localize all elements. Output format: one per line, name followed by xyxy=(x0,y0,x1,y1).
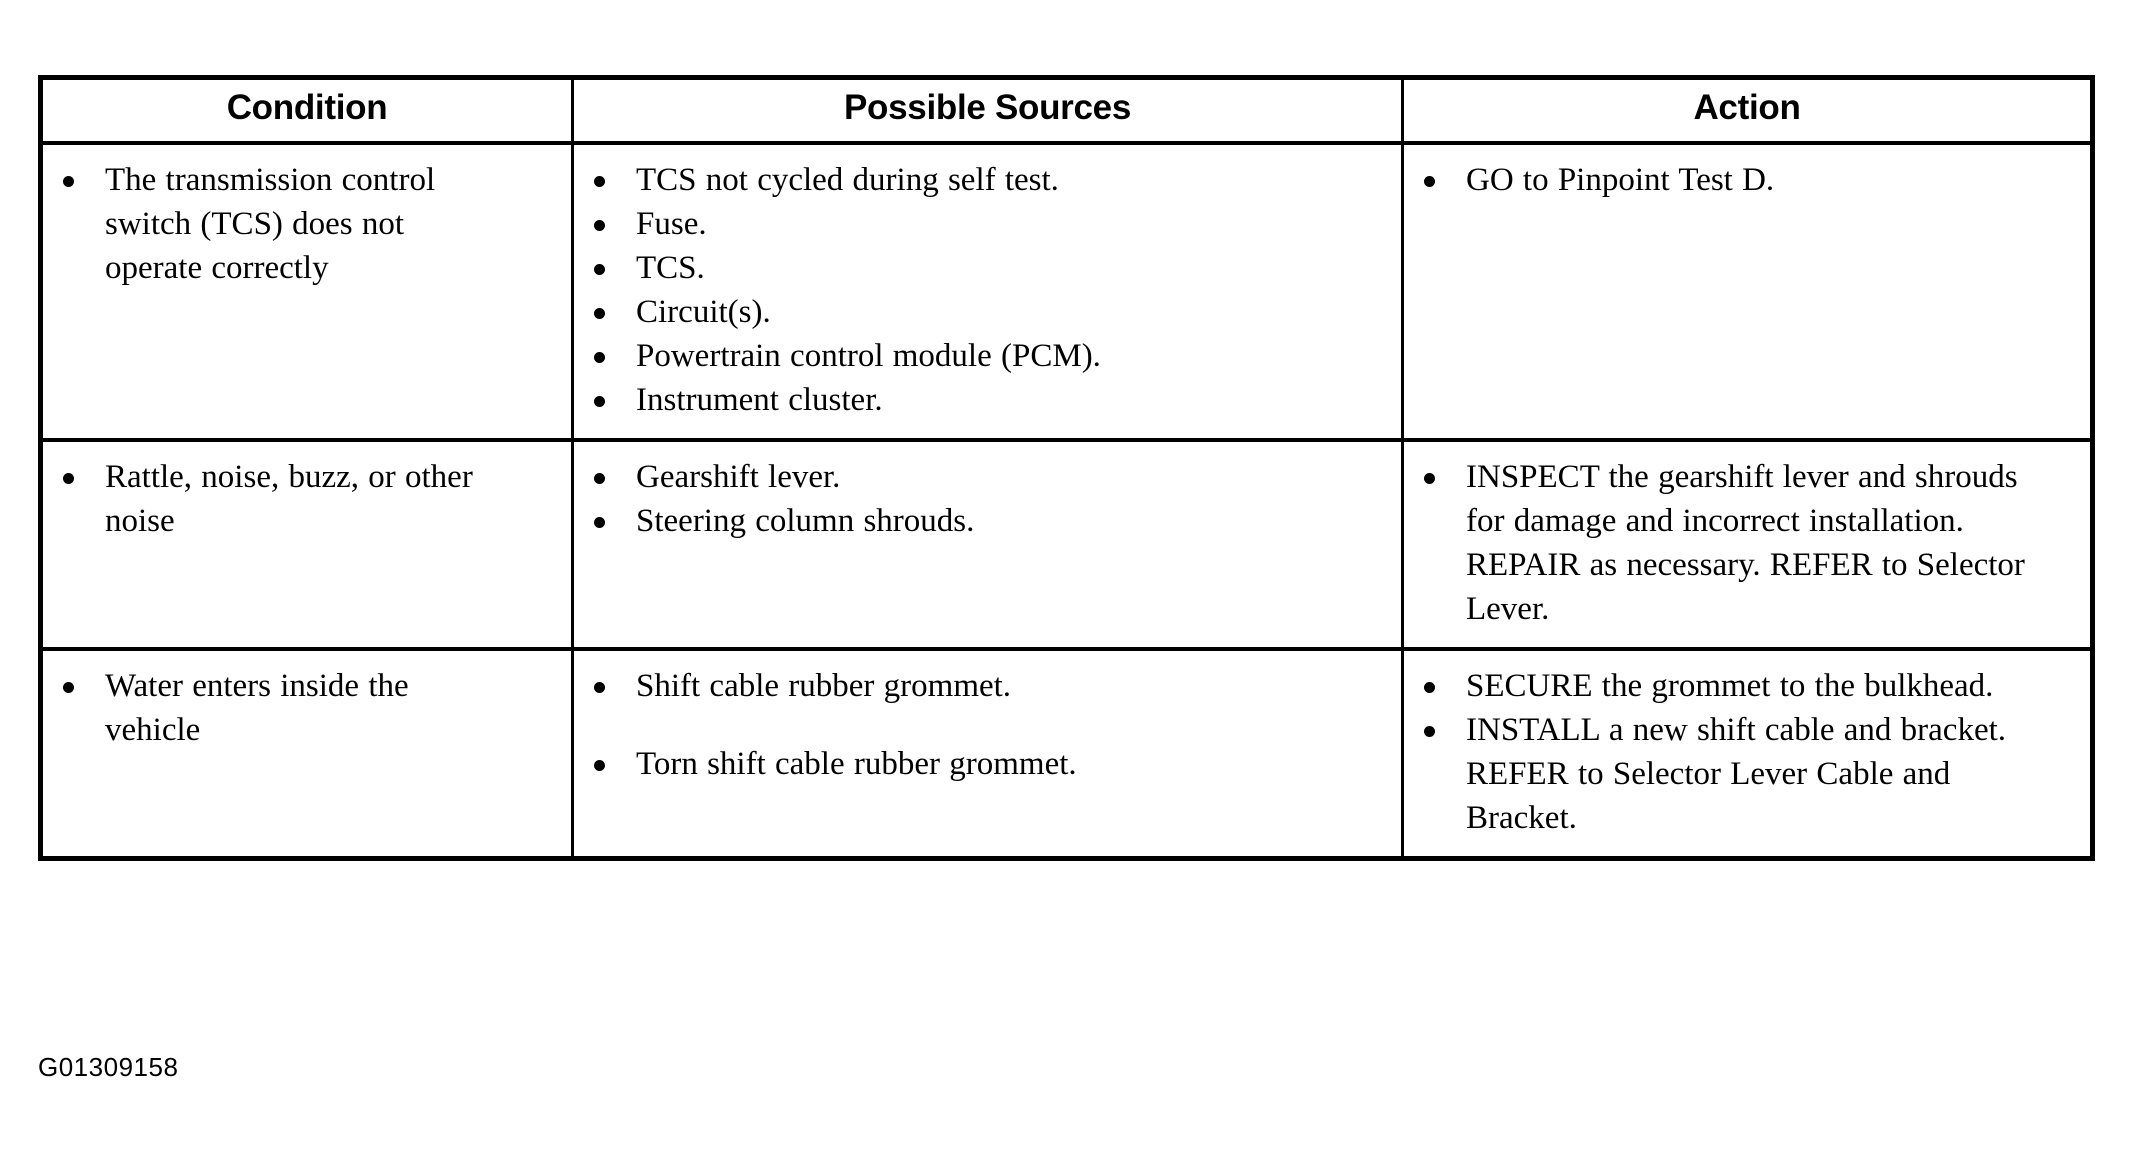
bullet-icon xyxy=(63,664,77,708)
list-item: SECURE the grommet to the bulkhead. xyxy=(1414,664,2054,708)
figure-id-caption: G01309158 xyxy=(38,1052,179,1082)
cell-possible-sources: TCS not cycled during self test. Fuse. T… xyxy=(571,143,1403,442)
bullet-icon xyxy=(594,334,608,378)
condition-bullet-list: The transmission control switch (TCS) do… xyxy=(53,158,483,290)
bullet-icon xyxy=(1424,664,1438,708)
table-body: The transmission control switch (TCS) do… xyxy=(40,143,2093,859)
bullet-icon xyxy=(594,499,608,543)
list-item: Instrument cluster. xyxy=(584,378,1314,422)
bullet-icon xyxy=(63,455,77,499)
cell-action: INSPECT the gearshift lever and shrouds … xyxy=(1401,440,2093,651)
list-item: The transmission control switch (TCS) do… xyxy=(53,158,483,290)
list-item: Torn shift cable rubber grommet. xyxy=(584,742,1314,786)
condition-bullet-list: Water enters inside the vehicle xyxy=(53,664,483,752)
cell-condition: The transmission control switch (TCS) do… xyxy=(40,143,573,442)
list-item: Rattle, noise, buzz, or other noise xyxy=(53,455,483,543)
sources-bullet-list: TCS not cycled during self test. Fuse. T… xyxy=(584,158,1314,422)
list-item: GO to Pinpoint Test D. xyxy=(1414,158,2054,202)
action-bullet-list: GO to Pinpoint Test D. xyxy=(1414,158,2054,202)
column-header-condition: Condition xyxy=(40,77,573,145)
action-bullet-list: SECURE the grommet to the bulkhead. INST… xyxy=(1414,664,2054,840)
table-row: Water enters inside the vehicle Shift ca… xyxy=(41,649,2093,859)
bullet-icon xyxy=(594,158,608,202)
list-item: Powertrain control module (PCM). xyxy=(584,334,1314,378)
bullet-icon xyxy=(594,290,608,334)
bullet-icon xyxy=(594,202,608,246)
list-item-label: Instrument cluster. xyxy=(636,382,883,418)
list-item-label: SECURE the grommet to the bulkhead. xyxy=(1466,668,1994,704)
list-item-label: Water enters inside the vehicle xyxy=(105,668,409,748)
cell-possible-sources: Gearshift lever. Steering column shrouds… xyxy=(571,440,1403,651)
condition-bullet-list: Rattle, noise, buzz, or other noise xyxy=(53,455,483,543)
sources-bullet-list: Gearshift lever. Steering column shrouds… xyxy=(584,455,1314,543)
bullet-icon xyxy=(594,246,608,290)
list-item-label: The transmission control switch (TCS) do… xyxy=(105,162,436,286)
bullet-icon xyxy=(594,455,608,499)
column-header-possible-sources: Possible Sources xyxy=(571,77,1403,145)
list-item-label: Shift cable rubber grommet. xyxy=(636,668,1012,704)
list-item: Fuse. xyxy=(584,202,1314,246)
bullet-icon xyxy=(1424,158,1438,202)
list-item-label: Torn shift cable rubber grommet. xyxy=(636,746,1077,782)
list-item-label: Steering column shrouds. xyxy=(636,503,975,539)
bullet-icon xyxy=(594,742,608,786)
list-item-label: TCS. xyxy=(636,250,705,286)
table-row: The transmission control switch (TCS) do… xyxy=(40,143,2093,442)
list-item: Steering column shrouds. xyxy=(584,499,1314,543)
symptom-diagnosis-table: Condition Possible Sources Action The tr… xyxy=(38,75,2095,861)
list-item-label: GO to Pinpoint Test D. xyxy=(1466,162,1775,198)
list-item: INSTALL a new shift cable and bracket. R… xyxy=(1414,708,2054,840)
table-header: Condition Possible Sources Action xyxy=(40,77,2093,145)
bullet-icon xyxy=(1424,455,1438,499)
sources-bullet-list: Shift cable rubber grommet. Torn shift c… xyxy=(584,664,1314,786)
list-item-label: Powertrain control module (PCM). xyxy=(636,338,1101,374)
cell-condition: Rattle, noise, buzz, or other noise xyxy=(40,440,573,651)
list-item-label: INSPECT the gearshift lever and shrouds … xyxy=(1466,459,2025,627)
list-item-label: Gearshift lever. xyxy=(636,459,841,495)
list-item-label: Fuse. xyxy=(636,206,707,242)
bullet-icon xyxy=(1424,708,1438,752)
list-item: Shift cable rubber grommet. xyxy=(584,664,1314,708)
list-item: TCS not cycled during self test. xyxy=(584,158,1314,202)
list-item: Water enters inside the vehicle xyxy=(53,664,483,752)
cell-action: GO to Pinpoint Test D. xyxy=(1401,143,2093,442)
bullet-icon xyxy=(594,664,608,708)
action-bullet-list: INSPECT the gearshift lever and shrouds … xyxy=(1414,455,2054,631)
bullet-icon xyxy=(63,158,77,202)
cell-condition: Water enters inside the vehicle xyxy=(41,649,573,859)
header-row: Condition Possible Sources Action xyxy=(40,77,2093,145)
list-item: Gearshift lever. xyxy=(584,455,1314,499)
cell-action: SECURE the grommet to the bulkhead. INST… xyxy=(1401,649,2093,859)
cell-possible-sources: Shift cable rubber grommet. Torn shift c… xyxy=(571,649,1403,859)
list-item-label: Circuit(s). xyxy=(636,294,771,330)
list-item: INSPECT the gearshift lever and shrouds … xyxy=(1414,455,2054,631)
table-row: Rattle, noise, buzz, or other noise Gear… xyxy=(40,440,2093,651)
bullet-icon xyxy=(594,378,608,422)
column-header-action: Action xyxy=(1401,77,2093,145)
list-item: TCS. xyxy=(584,246,1314,290)
list-item-label: INSTALL a new shift cable and bracket. R… xyxy=(1466,712,2007,836)
list-item-label: TCS not cycled during self test. xyxy=(636,162,1059,198)
list-item-label: Rattle, noise, buzz, or other noise xyxy=(105,459,473,539)
list-item: Circuit(s). xyxy=(584,290,1314,334)
